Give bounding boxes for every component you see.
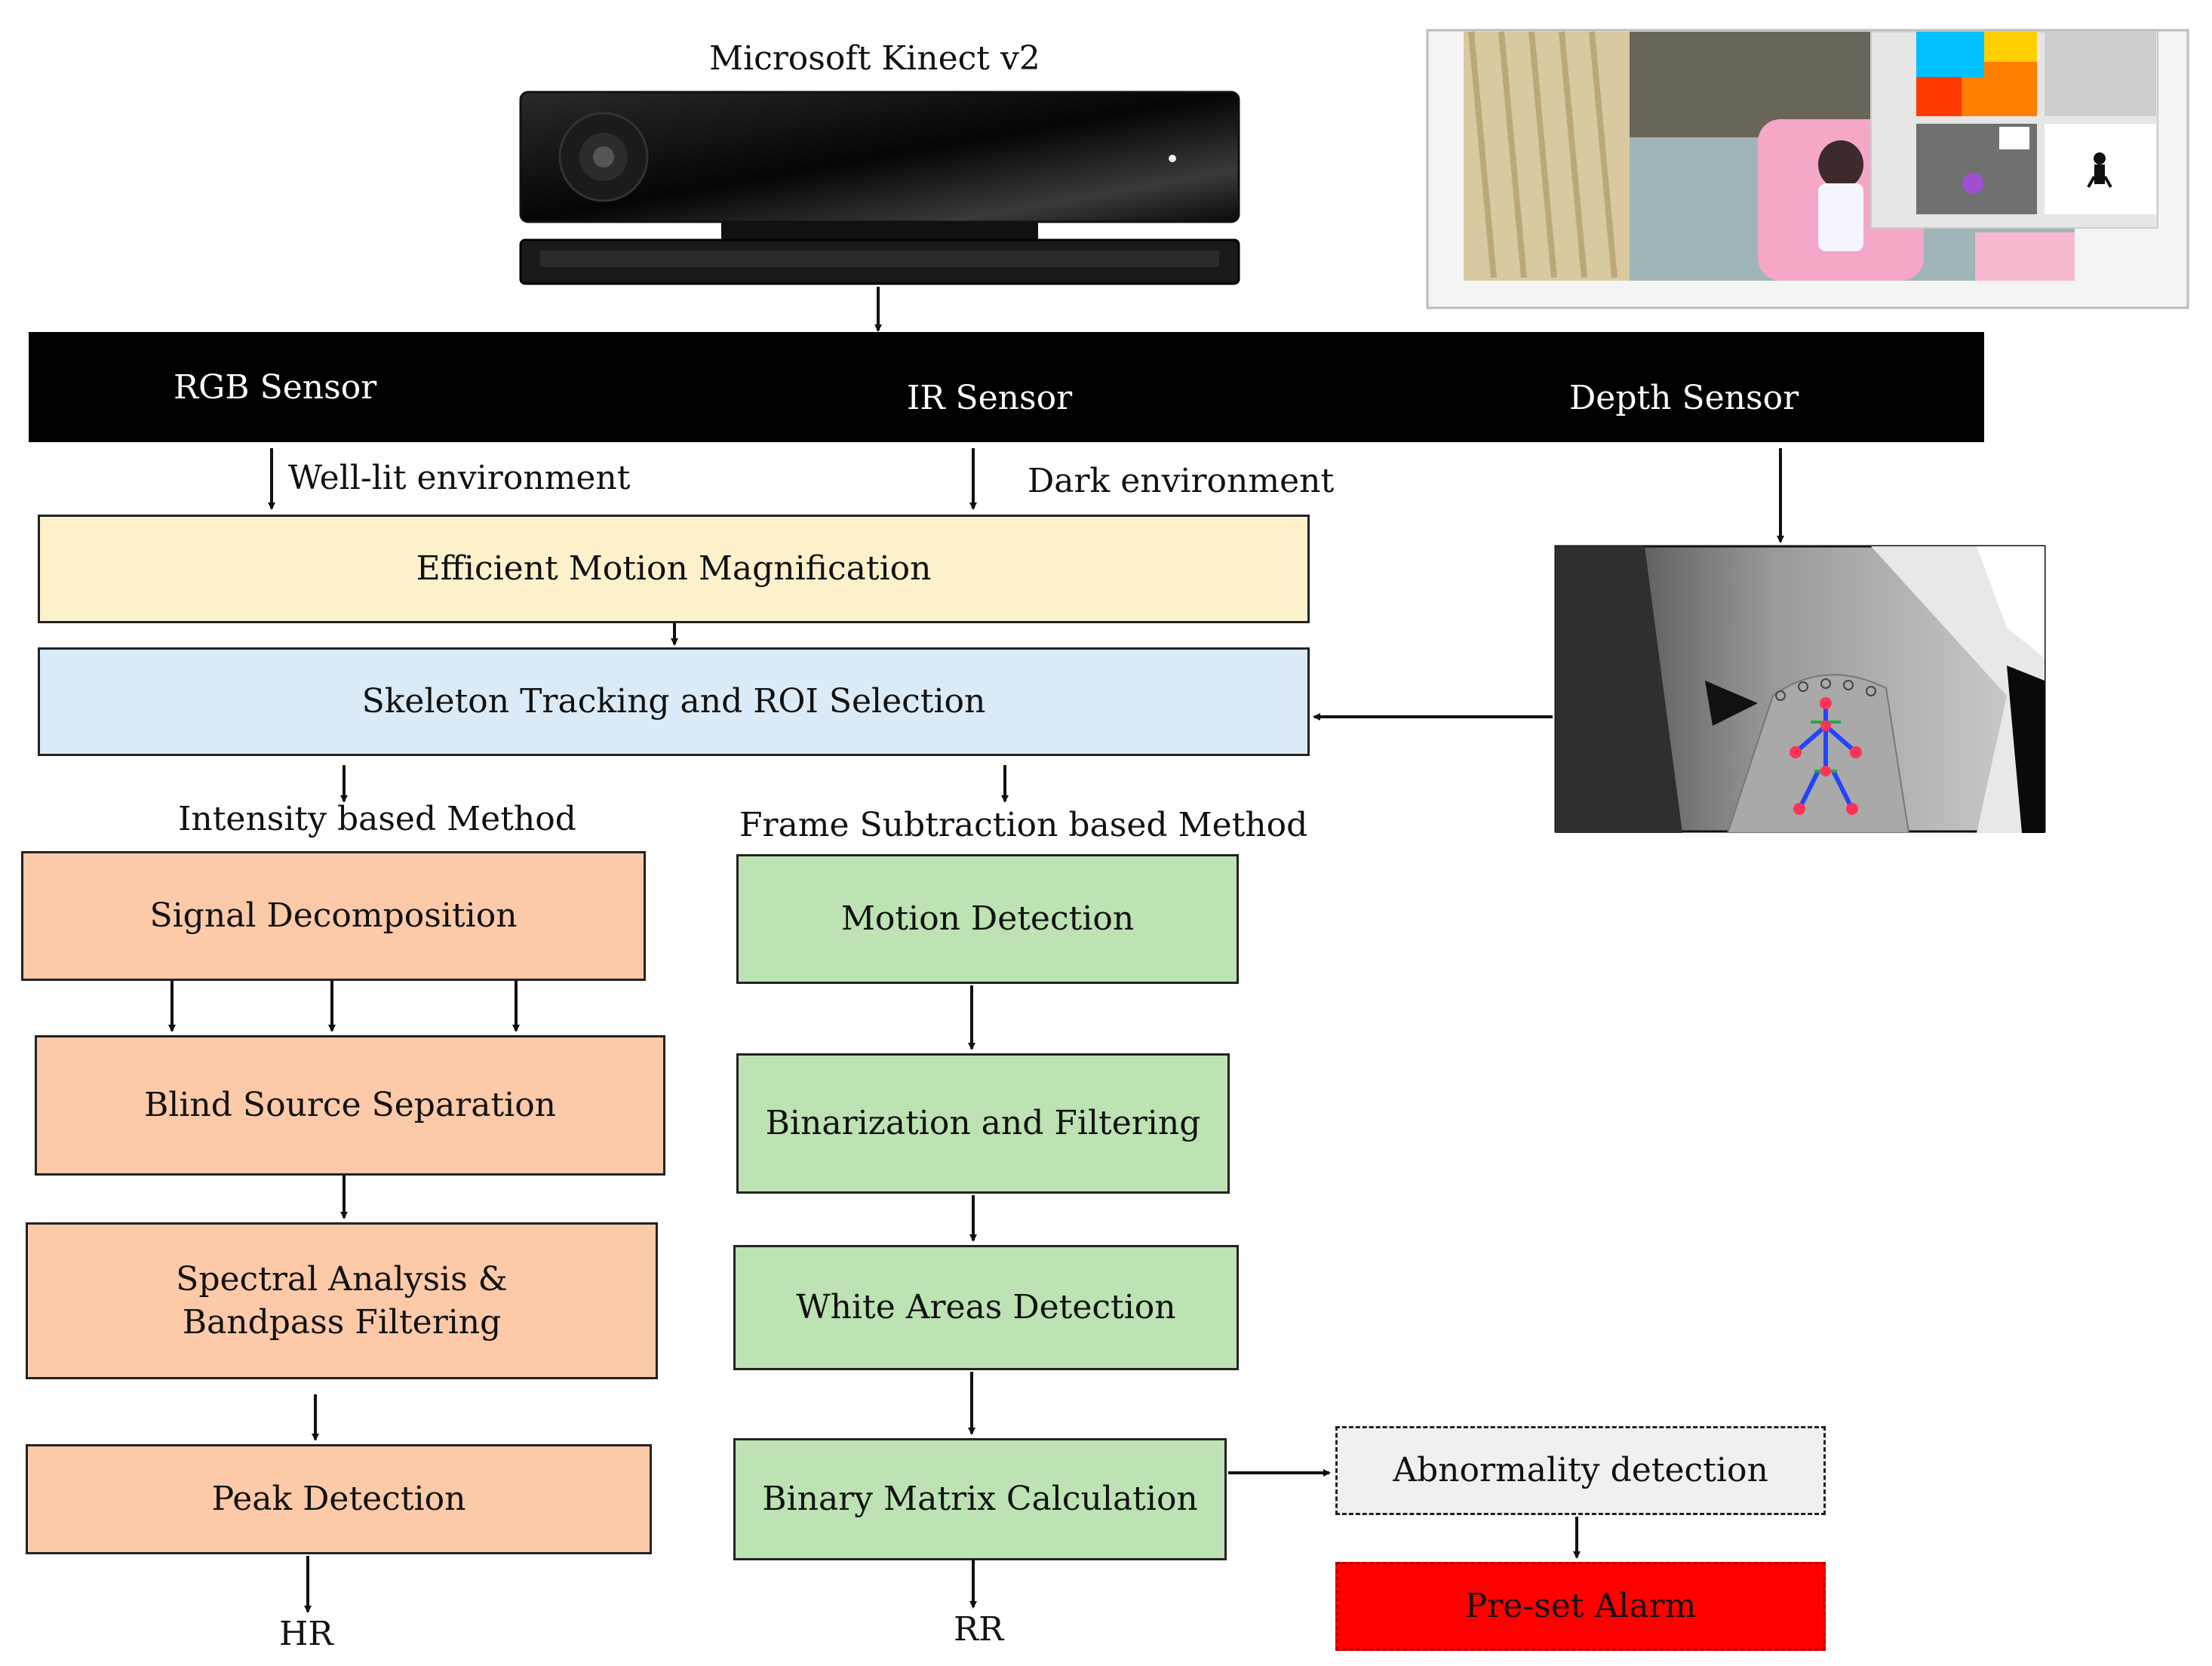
frame-method-title: Frame Subtraction based Method [739, 806, 1308, 844]
hr-output-label: HR [279, 1615, 333, 1653]
depth-skeleton-image [1554, 545, 2046, 833]
rr-output-label: RR [954, 1610, 1004, 1649]
sensor-bar [29, 332, 1984, 442]
spectral-analysis-box: Spectral Analysis & Bandpass Filtering [26, 1222, 658, 1379]
well-lit-environment-label: Well-lit environment [288, 459, 631, 497]
blind-source-separation-box: Blind Source Separation [35, 1035, 665, 1176]
binarization-filtering-box: Binarization and Filtering [736, 1053, 1230, 1194]
motion-magnification-box: Efficient Motion Magnification [38, 515, 1310, 623]
abnormality-detection-box: Abnormality detection [1335, 1426, 1826, 1515]
device-title: Microsoft Kinect v2 [709, 39, 1040, 78]
rgb-sensor-label: RGB Sensor [174, 368, 377, 407]
white-areas-detection-box: White Areas Detection [733, 1245, 1239, 1370]
binary-matrix-calculation-box: Binary Matrix Calculation [733, 1438, 1227, 1560]
application-screenshot-image [1426, 29, 2189, 309]
depth-sensor-label: Depth Sensor [1569, 379, 1799, 417]
motion-detection-box: Motion Detection [736, 854, 1239, 984]
peak-detection-box: Peak Detection [26, 1444, 652, 1554]
intensity-method-title: Intensity based Method [178, 800, 576, 838]
ir-sensor-label: IR Sensor [907, 379, 1073, 417]
signal-decomposition-box: Signal Decomposition [21, 851, 646, 981]
preset-alarm-box: Pre-set Alarm [1335, 1562, 1826, 1651]
skeleton-tracking-box: Skeleton Tracking and ROI Selection [38, 647, 1310, 756]
kinect-device-image [519, 91, 1240, 285]
dark-environment-label: Dark environment [1028, 462, 1335, 500]
